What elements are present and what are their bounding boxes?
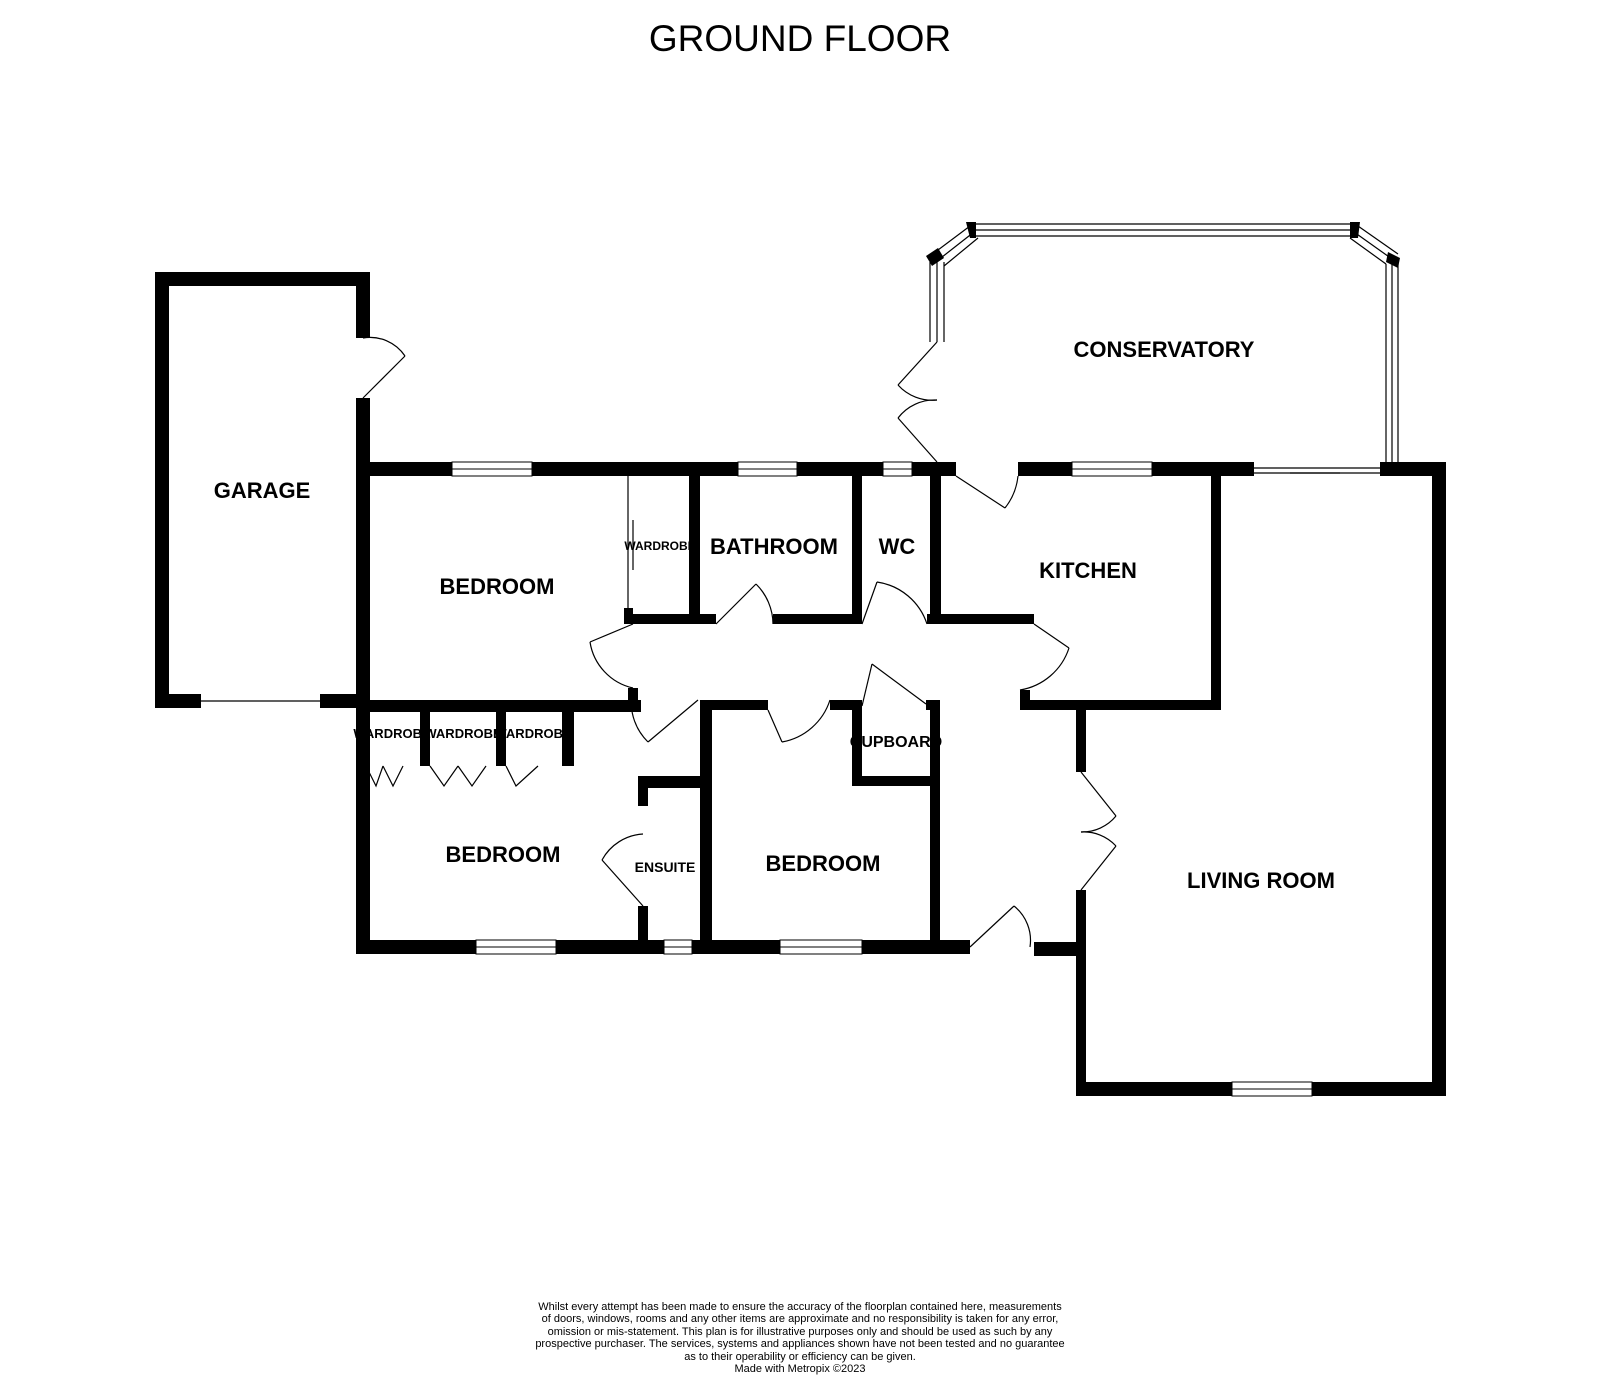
room-labels: GARAGE CONSERVATORY BEDROOM WARDROBE BAT… bbox=[214, 337, 1335, 893]
floor-title: GROUND FLOOR bbox=[648, 18, 952, 59]
disclaimer-line: prospective purchaser. The services, sys… bbox=[535, 1338, 1065, 1351]
room-label-cupboard: CUPBOARD bbox=[850, 734, 942, 751]
room-label-wardrobe-1: WARDROBE bbox=[624, 539, 695, 553]
room-label-wardrobe-3: WARDROBE bbox=[424, 726, 502, 741]
disclaimer-line: as to their operability or efficiency ca… bbox=[684, 1350, 916, 1363]
disclaimer-line: Whilst every attempt has been made to en… bbox=[538, 1301, 1062, 1313]
room-label-conservatory: CONSERVATORY bbox=[1074, 337, 1255, 362]
room-label-living-room: LIVING ROOM bbox=[1187, 868, 1335, 893]
room-label-bathroom: BATHROOM bbox=[710, 534, 838, 559]
disclaimer: Whilst every attempt has been made to en… bbox=[520, 1301, 1080, 1375]
conservatory-glazing bbox=[929, 223, 1399, 462]
disclaimer-line: omission or mis-statement. This plan is … bbox=[547, 1325, 1053, 1338]
room-label-bedroom-1: BEDROOM bbox=[440, 574, 555, 599]
room-label-wardrobe-2: WARDROBE bbox=[353, 726, 431, 741]
room-label-wardrobe-4: WARDROBE bbox=[494, 726, 572, 741]
room-label-bedroom-2: BEDROOM bbox=[446, 842, 561, 867]
doors bbox=[362, 336, 1117, 948]
room-label-kitchen: KITCHEN bbox=[1039, 558, 1137, 583]
walls bbox=[155, 272, 1446, 1096]
disclaimer-line: Made with Metropix ©2023 bbox=[734, 1363, 866, 1376]
room-label-ensuite: ENSUITE bbox=[635, 859, 696, 875]
room-label-bedroom-3: BEDROOM bbox=[766, 851, 881, 876]
windows bbox=[451, 461, 1313, 1097]
room-label-wc: WC bbox=[879, 534, 916, 559]
room-label-garage: GARAGE bbox=[214, 478, 311, 503]
sliding-door bbox=[1254, 467, 1386, 474]
disclaimer-line: of doors, windows, rooms and any other i… bbox=[541, 1313, 1059, 1326]
